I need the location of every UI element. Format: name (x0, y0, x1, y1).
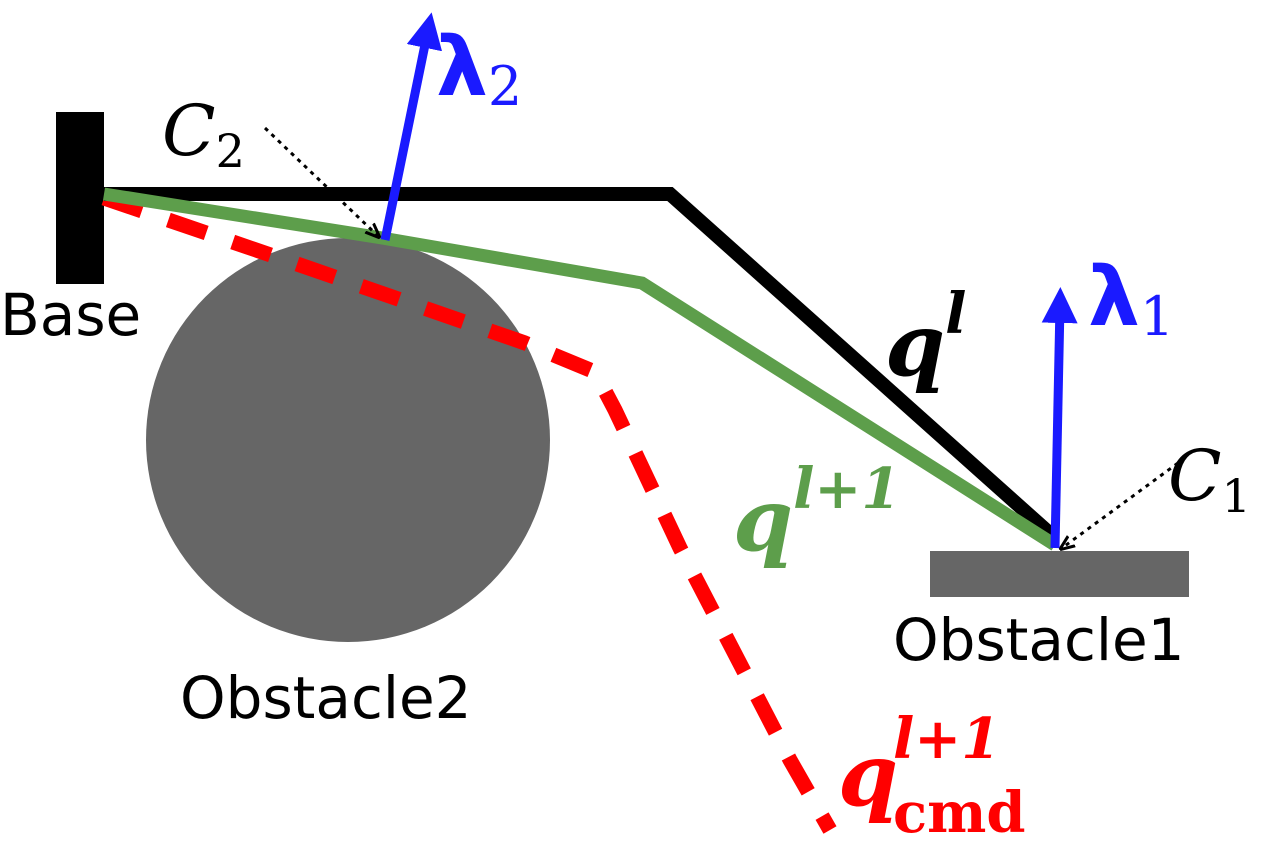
obstacle1-label: Obstacle1 (893, 606, 1185, 674)
q-cmd-sub: cmd (893, 780, 1026, 846)
q-current-label: ql (885, 281, 966, 396)
q-next-label: ql+1 (733, 456, 900, 571)
q-current-link (104, 187, 1060, 544)
q-next-link (102, 187, 1059, 551)
base-label: Base (0, 281, 141, 349)
lambda1-arrow (1041, 287, 1078, 549)
contact2-label: C2 (162, 90, 245, 178)
lambda2-arrow (380, 12, 443, 241)
q-cmd-label: q (838, 725, 898, 826)
q-cmd-link (101, 190, 837, 834)
obstacle2-label: Obstacle2 (180, 664, 472, 732)
obstacle1-bar (930, 551, 1189, 597)
q-cmd-sup: l+1 (893, 706, 1000, 772)
contact1-label: C1 (1168, 435, 1251, 523)
obstacle2-circle (146, 238, 550, 642)
contact1-pointer (1062, 461, 1179, 548)
lambda2-label: λ2 (436, 20, 522, 118)
lambda1-label: λ1 (1088, 250, 1174, 348)
base-wall (56, 112, 104, 284)
